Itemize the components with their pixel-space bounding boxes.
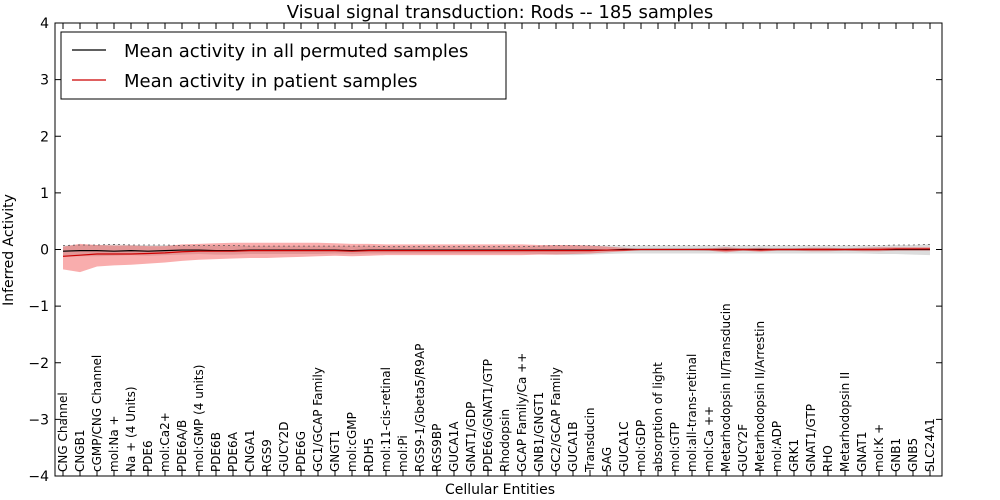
x-tick-label: mol:Na + (107, 415, 121, 472)
y-tick-label: −3 (28, 412, 49, 428)
x-tick-label: GNAT1/GTP (804, 404, 818, 472)
y-tick-label: 1 (40, 186, 49, 202)
x-tick-label: GNAT1 (855, 431, 869, 472)
x-tick-label: GNB1/GNGT1 (532, 392, 546, 472)
x-tick-label: mol:ADP (770, 421, 784, 472)
x-tick-label: mol:Ca ++ (702, 406, 716, 472)
legend-box (60, 31, 507, 100)
x-tick-label: GUCA1C (617, 421, 631, 472)
x-tick-label: SAG (600, 447, 614, 472)
x-tick-label: GRK1 (787, 439, 801, 472)
x-tick-label: GUCY2D (277, 422, 291, 472)
x-tick-label: SLC24A1 (923, 418, 937, 472)
x-tick-label: Transducin (583, 408, 597, 473)
x-tick-label: GNB1 (889, 438, 903, 472)
x-tick-label: Metarhodopsin II (838, 372, 852, 472)
x-tick-label: mol:Pi (396, 435, 410, 472)
line-patient (62, 248, 930, 257)
x-tick-label: absorption of light (651, 362, 665, 472)
x-axis-label: Cellular Entities (445, 482, 555, 498)
x-tick-label: RGS9-1/Gbeta5/R9AP (413, 344, 427, 472)
y-tick-label: 4 (40, 16, 49, 32)
x-tick-label: GCAP Family/Ca ++ (515, 353, 529, 472)
x-tick-label: Metarhodopsin II/Arrestin (753, 321, 767, 472)
x-tick-label: PDE6G/GNAT1/GTP (481, 359, 495, 472)
x-tick-label: cGMP/CNG Channel (90, 355, 104, 472)
plot-area (62, 242, 931, 273)
x-tick-label: Rhodopsin (498, 409, 512, 472)
x-tick-label: Metarhodopsin II/Transducin (719, 303, 733, 472)
x-tick-label: GNB5 (906, 438, 920, 472)
y-tick-label: 0 (40, 243, 49, 259)
x-tick-label: PDE6B (209, 432, 223, 472)
x-tick-label: Na + (4 Units) (124, 386, 138, 472)
x-tick-label: PDE6 (141, 440, 155, 472)
y-axis-label: Inferred Activity (1, 194, 17, 306)
x-tick-label: GUCA1A (447, 421, 461, 472)
x-tick-label: GUCA1B (566, 421, 580, 472)
y-tick-label: 3 (40, 73, 49, 89)
x-tick-label: PDE6G (294, 431, 308, 472)
x-tick-label: mol:11-cis-retinal (379, 367, 393, 472)
x-tick-label: GC2/GCAP Family (549, 367, 563, 472)
x-tick-label: mol:GTP (668, 422, 682, 472)
x-tick-label: RDH5 (362, 438, 376, 472)
x-tick-label: mol:all-trans-retinal (685, 354, 699, 472)
y-tick-label: −4 (28, 469, 49, 485)
legend-label-permuted: Mean activity in all permuted samples (124, 41, 468, 62)
x-tick-label: GC1/GCAP Family (311, 367, 325, 472)
x-tick-label: PDE6A/B (175, 420, 189, 472)
x-tick-label: RHO (821, 445, 835, 472)
legend: Mean activity in all permuted samples Me… (60, 31, 507, 100)
x-tick-label: mol:GDP (634, 420, 648, 472)
x-tick-label: RGS9BP (430, 424, 444, 472)
legend-label-patient: Mean activity in patient samples (124, 71, 418, 92)
x-tick-label: CNGA1 (243, 430, 257, 473)
x-tick-label: PDE6A (226, 431, 240, 472)
y-tick-label: −1 (28, 299, 49, 315)
x-tick-label: CNGB1 (73, 429, 87, 472)
x-tick-label: CNG Channel (56, 392, 70, 472)
x-tick-label: mol:Ca2+ (158, 412, 172, 472)
chart-title: Visual signal transduction: Rods -- 185 … (287, 2, 714, 23)
y-tick-label: 2 (40, 129, 49, 145)
x-tick-label: mol:GMP (4 units) (192, 365, 206, 472)
x-tick-label: GNAT1/GDP (464, 402, 478, 472)
x-tick-label: mol:K + (872, 424, 886, 472)
x-tick-label: GUCY2F (736, 424, 750, 472)
x-tick-label: GNGT1 (328, 430, 342, 472)
x-tick-label: RGS9 (260, 439, 274, 472)
x-tick-label: mol:cGMP (345, 412, 359, 472)
y-tick-label: −2 (28, 356, 49, 372)
